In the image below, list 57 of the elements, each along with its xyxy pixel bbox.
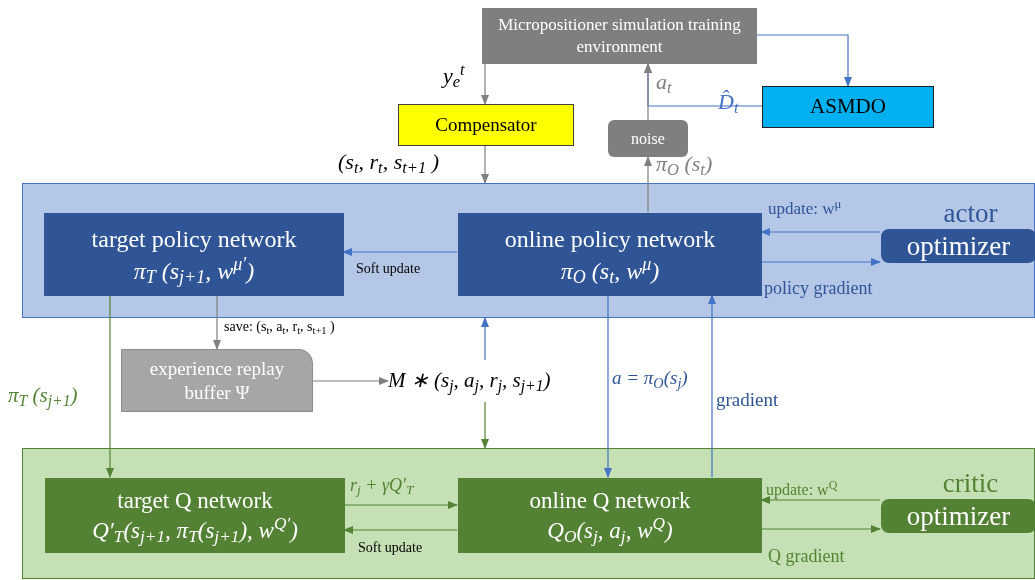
arrow: [342, 248, 458, 256]
edge-label: Soft update: [356, 260, 421, 278]
node-label: π$_{T}$ (s$_{j+1}$, w$^{μ′}$): [133, 254, 255, 287]
arrow: [644, 156, 652, 213]
arrow: [481, 63, 489, 105]
arrow: [644, 63, 652, 121]
edge-label: D̂$_{t}$: [718, 88, 739, 116]
edge-label: a = π$_{O}$(s$_{j}$): [612, 366, 688, 390]
compensator-box: Compensator: [398, 104, 574, 146]
arrow: [760, 525, 881, 533]
arrow: [312, 377, 389, 385]
environment-box: Micropositioner simulation training environment: [482, 8, 757, 64]
arrow: [760, 496, 881, 504]
network-box: [458, 478, 762, 553]
node-label: online policy network: [504, 224, 716, 254]
arrow: [481, 317, 489, 361]
edge-label: r$_{j}$ + γQ′$_{T}$: [350, 474, 414, 497]
node-label: actor: [942, 197, 998, 229]
edge-label: (s$_{t}$, r$_{t}$, s$_{t+1}$ ): [338, 148, 439, 176]
arrow: [708, 294, 716, 478]
arrow: [106, 294, 114, 478]
optimizer-box: optimizer: [881, 229, 1035, 263]
network-box: [44, 213, 344, 296]
arrow: [760, 258, 881, 266]
edge-label: policy gradient: [764, 277, 873, 300]
node-label: target policy network: [91, 224, 297, 254]
arrow: [481, 145, 489, 184]
arrow: [343, 526, 458, 534]
edge-label: Q gradient: [768, 545, 845, 568]
noise-box: noise: [608, 120, 688, 157]
network-box: [458, 213, 762, 296]
network-box: [45, 478, 345, 553]
arrow: [756, 34, 852, 87]
node-label: π$_{O}$ (s$_{t}$, w$^{μ}$): [560, 254, 660, 287]
actor-panel: [22, 183, 1035, 318]
edge-label: a$_{t}$: [656, 68, 672, 96]
arrow: [604, 294, 612, 478]
observer-box: ASMDO: [762, 86, 934, 128]
node-label: online Q network: [529, 486, 691, 515]
optimizer-box: optimizer: [881, 499, 1035, 533]
buffer-box: experience replay buffer Ψ: [121, 349, 313, 412]
arrow: [343, 501, 458, 509]
arrow: [481, 401, 489, 449]
edge-label: update: w$^{Q}$: [766, 480, 838, 500]
sample-text: M ∗ (s$_{j}$, a$_{j}$, r$_{j}$, s$_{j+1}$): [388, 360, 588, 402]
edge-label: save: (s$_{t}$, a$_{t}$, r$_{t}$, s$_{t+1}$ ): [224, 318, 335, 336]
node-label: Q′$_{T}$(s$_{j+1}$, π$_{T}$(s$_{j+1}$), w$^{Q′}$): [92, 515, 298, 546]
critic-panel: [22, 448, 1035, 579]
edge-label: π$_{T}$ (s$_{j+1}$): [8, 382, 78, 409]
arrow: [760, 228, 881, 236]
node-label: target Q network: [117, 486, 273, 515]
node-label: critic: [941, 467, 999, 499]
edge-label: update: w$^{μ}$: [768, 198, 842, 220]
node-label: Q$_{O}$(s$_{j}$, a$_{j}$, w$^{Q}$): [547, 515, 673, 546]
arrow: [213, 294, 221, 350]
edge-label: gradient: [716, 388, 779, 412]
edge-label: Soft update: [358, 539, 423, 557]
